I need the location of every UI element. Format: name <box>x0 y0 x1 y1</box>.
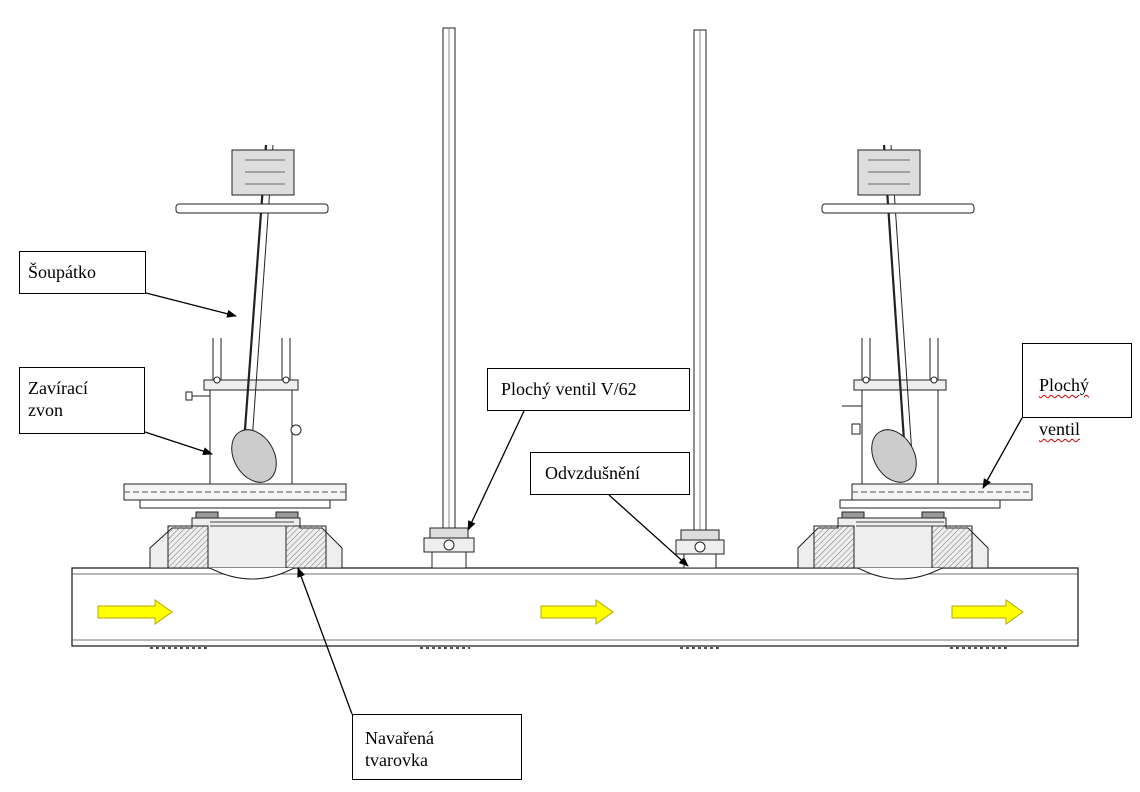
leader-zaviraci-zvon <box>144 431 213 455</box>
center-left-rod-valve <box>423 27 475 569</box>
leader-navarena-tvarovka <box>297 567 353 715</box>
label-plochy-ventil-v62: Plochý ventil V/62 <box>487 368 690 411</box>
left-valve-assembly <box>123 144 347 580</box>
flow-direction-arrow-3 <box>951 599 1024 625</box>
leader-lines <box>144 292 1023 715</box>
center-right-rod-valve <box>675 29 725 569</box>
label-plochy-ventil-line2: ventil <box>1039 419 1080 439</box>
flow-direction-arrow-1 <box>97 599 173 625</box>
leader-plochy-ventil-v62 <box>467 410 525 531</box>
label-zaviraci-zvon: Zavírací zvon <box>19 367 145 434</box>
flow-direction-arrow-2 <box>540 599 614 625</box>
label-plochy-ventil: Plochý ventil <box>1022 343 1132 439</box>
label-plochy-ventil-line1: Plochý <box>1039 375 1090 395</box>
leader-plochy-ventil <box>982 417 1023 489</box>
label-odvzdusneni: Odvzdušnění <box>530 452 690 495</box>
flow-arrows <box>97 599 1024 625</box>
label-navarena-tvarovka: Navařená tvarovka <box>352 714 522 780</box>
leader-soupatko <box>145 292 237 318</box>
right-valve-assembly <box>797 144 1033 580</box>
label-soupatko: Šoupátko <box>19 251 146 294</box>
leader-odvzdusneni <box>608 494 689 567</box>
